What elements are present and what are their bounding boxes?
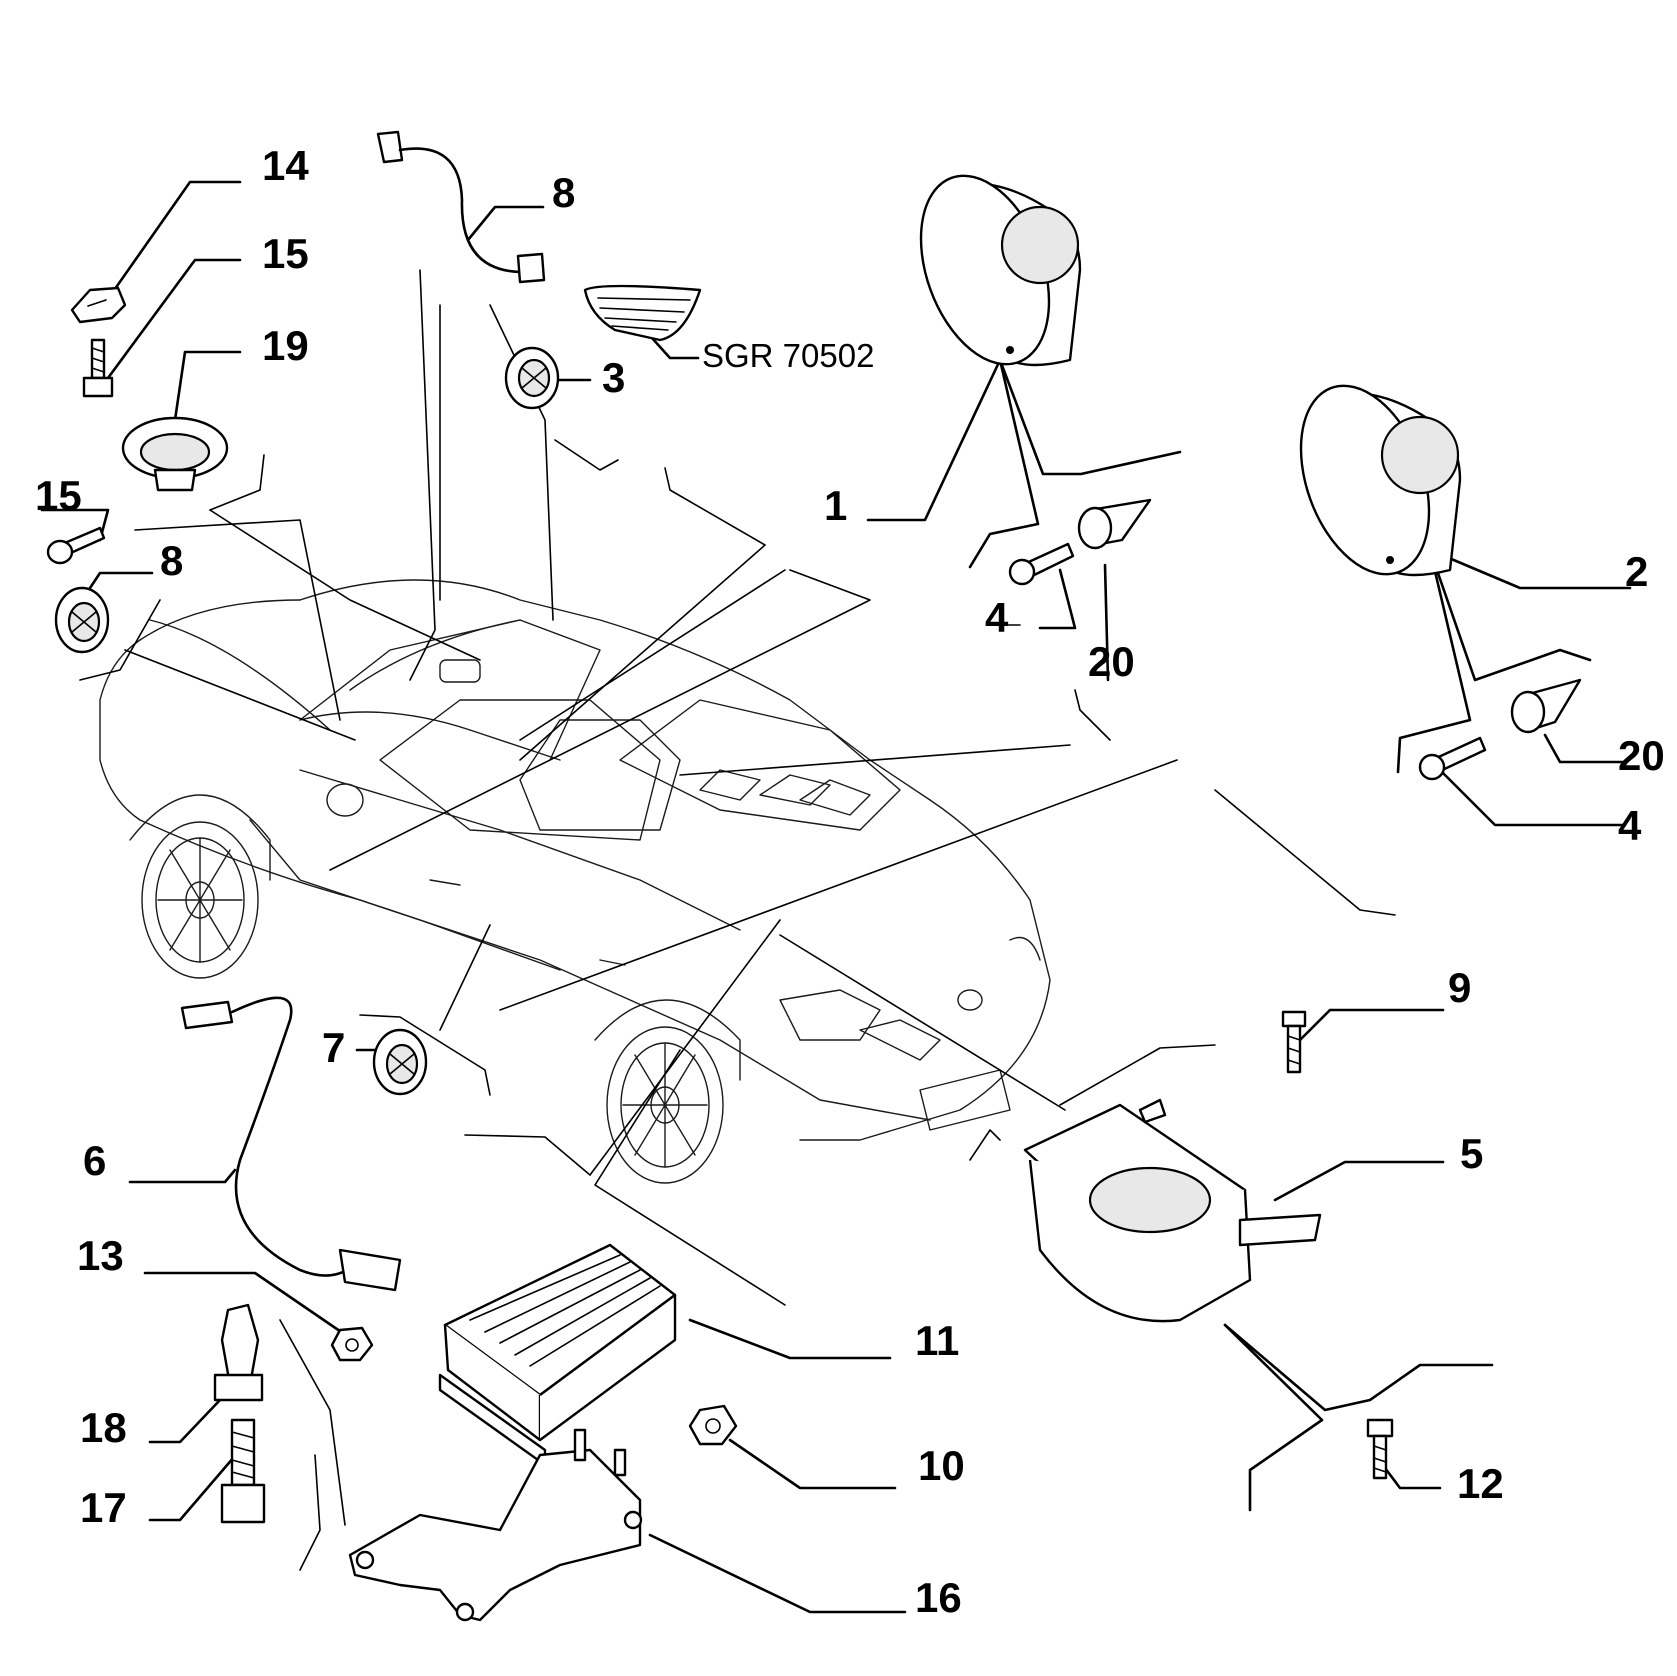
part-14-clip	[70, 286, 127, 324]
callout-15-top: 15	[262, 230, 309, 277]
callout-10: 10	[918, 1442, 965, 1489]
part-8-cable-top	[376, 130, 546, 284]
callout-7: 7	[322, 1024, 345, 1071]
part-15-screw-top	[82, 338, 114, 398]
callout-labels: 14 15 19 15 8 8 3 SGR 70502 1 2 4 20 20 …	[35, 142, 1665, 1621]
callout-12: 12	[1457, 1460, 1504, 1507]
callout-1: 1	[824, 482, 847, 529]
leader-lines	[40, 180, 1632, 1614]
part-20-clip-upper	[1077, 498, 1152, 550]
callout-13: 13	[77, 1232, 124, 1279]
part-19-speaker	[121, 416, 229, 492]
part-4-screw-upper	[1008, 542, 1075, 586]
callout-8-top: 8	[552, 169, 575, 216]
callout-19: 19	[262, 322, 309, 369]
callout-4-upper: 4	[985, 594, 1009, 641]
callout-18: 18	[80, 1404, 127, 1451]
callout-2: 2	[1625, 548, 1648, 595]
part-17-bolt	[220, 1418, 266, 1524]
part-12-screw	[1366, 1418, 1394, 1480]
callout-5: 5	[1460, 1130, 1483, 1177]
part-6-cable	[180, 996, 402, 1292]
part-1-speaker	[919, 174, 1082, 367]
part-8-tweeter-lower	[54, 586, 110, 654]
part-7-tweeter	[372, 1028, 428, 1096]
callout-8-lower: 8	[160, 537, 183, 584]
part-11-amplifier	[438, 1243, 677, 1467]
callout-15-lower: 15	[35, 472, 82, 519]
part-9-screw	[1281, 1010, 1307, 1074]
part-dash-grille	[583, 284, 702, 342]
part-18-clip	[213, 1303, 264, 1402]
part-15-screw-lower	[46, 526, 106, 565]
callout-14: 14	[262, 142, 309, 189]
callout-9: 9	[1448, 964, 1471, 1011]
part-5-subwoofer	[1023, 1098, 1322, 1323]
part-4-screw-lower	[1418, 736, 1487, 781]
part-10-nut	[688, 1404, 738, 1446]
callout-3: 3	[602, 354, 625, 401]
callout-16: 16	[915, 1574, 962, 1621]
callout-4-lower: 4	[1618, 802, 1642, 849]
part-2-speaker	[1299, 384, 1462, 577]
callout-20-upper: 20	[1088, 638, 1135, 685]
callout-17: 17	[80, 1484, 127, 1531]
callout-20-lower: 20	[1618, 732, 1665, 779]
car-illustration	[99, 579, 1051, 1184]
callout-11: 11	[915, 1317, 959, 1364]
part-20-clip-lower	[1510, 678, 1582, 734]
part-3-tweeter	[504, 346, 560, 410]
reference-code-label: SGR 70502	[702, 337, 874, 374]
part-13-nut	[330, 1326, 374, 1362]
callout-6: 6	[83, 1137, 106, 1184]
part-16-bracket	[348, 1428, 643, 1622]
